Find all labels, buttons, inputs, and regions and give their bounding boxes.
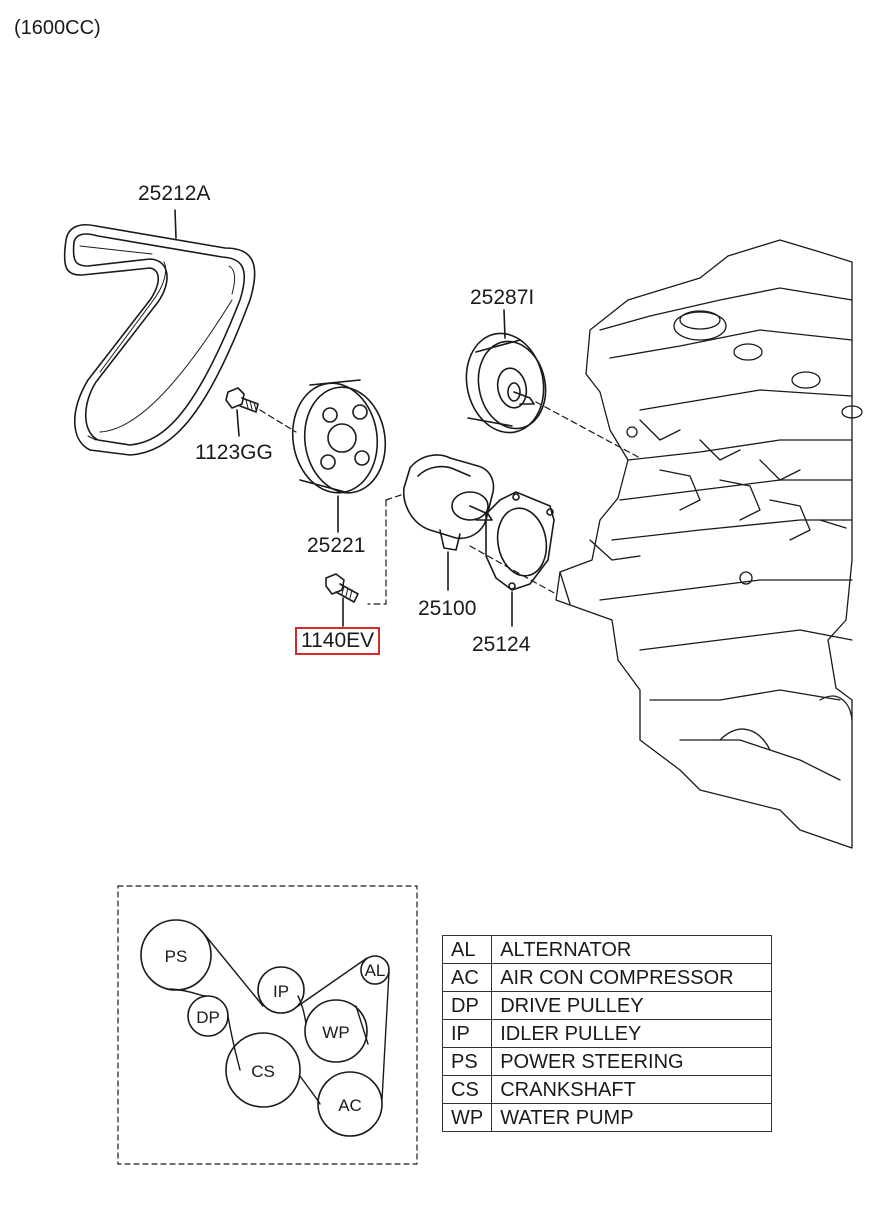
part-label-gasket[interactable]: 25124 xyxy=(472,633,531,656)
legend-name: WATER PUMP xyxy=(491,1103,773,1132)
legend-code: PS xyxy=(441,1047,493,1076)
pulley-al xyxy=(360,955,390,985)
gasket-drawing xyxy=(485,491,555,627)
part-label-belt[interactable]: 25212A xyxy=(138,182,211,205)
routing-frame xyxy=(117,885,418,1165)
pulley-ip xyxy=(257,966,305,1014)
routing-label-cs: CS xyxy=(251,1062,275,1081)
engine-title: (1600CC) xyxy=(14,17,101,39)
part-label-pulley[interactable]: 25221 xyxy=(307,534,366,557)
legend-code: DP xyxy=(441,991,493,1020)
routing-label-al: AL xyxy=(365,961,386,980)
legend-name: CRANKSHAFT xyxy=(491,1075,773,1104)
routing-labels: PS IP AL DP WP CS AC xyxy=(165,947,386,1115)
pulley-cs xyxy=(225,1032,301,1108)
routing-label-ps: PS xyxy=(165,947,188,966)
bolt-1123gg-drawing xyxy=(225,387,297,437)
tensioner-pulley-drawing xyxy=(465,309,641,459)
legend-name: DRIVE PULLEY xyxy=(491,991,773,1020)
legend-name: ALTERNATOR xyxy=(491,935,773,964)
legend-code: AL xyxy=(441,935,493,964)
bolt-1140ev-drawing xyxy=(325,573,359,627)
pulley-25221-drawing xyxy=(291,379,387,533)
part-label-tensioner[interactable]: 25287I xyxy=(470,286,535,309)
pulley-ac xyxy=(317,1071,383,1137)
engine-block-drawing xyxy=(555,239,863,849)
routing-label-ip: IP xyxy=(273,982,289,1001)
legend-code: WP xyxy=(441,1103,493,1132)
part-label-bolt-1123gg[interactable]: 1123GG xyxy=(195,441,273,464)
routing-belt xyxy=(169,934,390,1105)
water-pump-drawing xyxy=(367,454,557,605)
legend-name: POWER STEERING xyxy=(491,1047,773,1076)
legend-name: AIR CON COMPRESSOR xyxy=(491,963,773,992)
belt-drawing xyxy=(63,209,256,456)
part-label-bolt-1140ev-highlighted[interactable]: 1140EV xyxy=(295,627,381,655)
legend-code: AC xyxy=(441,963,493,992)
routing-label-dp: DP xyxy=(196,1008,220,1027)
routing-label-ac: AC xyxy=(338,1096,362,1115)
legend-name: IDLER PULLEY xyxy=(491,1019,773,1048)
routing-label-wp: WP xyxy=(322,1023,349,1042)
legend-code: CS xyxy=(441,1075,493,1104)
pulley-wp xyxy=(304,999,368,1063)
part-label-water-pump[interactable]: 25100 xyxy=(418,597,477,620)
legend-code: IP xyxy=(441,1019,493,1048)
